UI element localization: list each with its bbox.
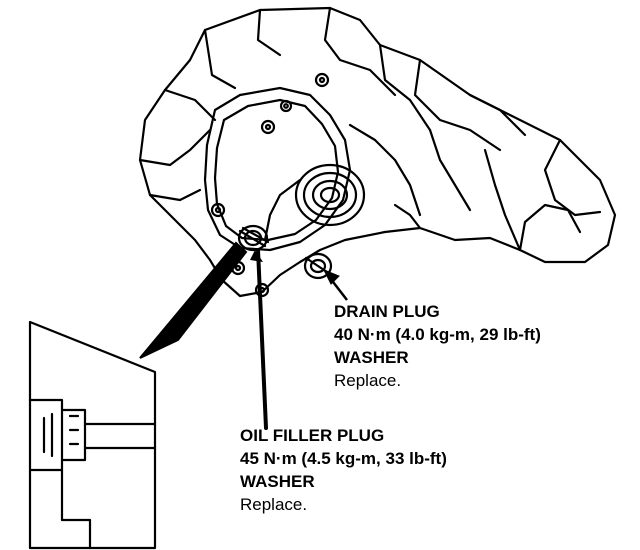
filler-arrow [250,250,263,262]
drain-plug-callout: DRAIN PLUG 40 N·m (4.0 kg-m, 29 lb-ft) W… [334,300,541,392]
oil-filler-plug-name: OIL FILLER PLUG [240,426,385,445]
drain-plug-torque: 40 N·m (4.0 kg-m, 29 lb-ft) [334,325,541,344]
output-shaft-seal [294,163,366,227]
drain-plug-name: DRAIN PLUG [334,302,440,321]
oil-filler-plug-washer: WASHER [240,472,315,491]
oil-filler-plug-torque: 45 N·m (4.5 kg-m, 33 lb-ft) [240,449,447,468]
oil-filler-plug-callout: OIL FILLER PLUG 45 N·m (4.5 kg-m, 33 lb-… [240,424,447,516]
oil-filler-plug-note: Replace. [240,495,308,514]
magnifier-beam [139,241,248,359]
drain-plug-part [303,252,333,280]
transmission-case [138,6,617,298]
drain-plug-note: Replace. [334,371,402,390]
oil-filler-plug-part [237,224,270,252]
drain-plug-washer: WASHER [334,348,409,367]
drain-arrow [322,269,348,301]
detail-inset [28,320,157,550]
filler-leader-line [256,248,268,430]
